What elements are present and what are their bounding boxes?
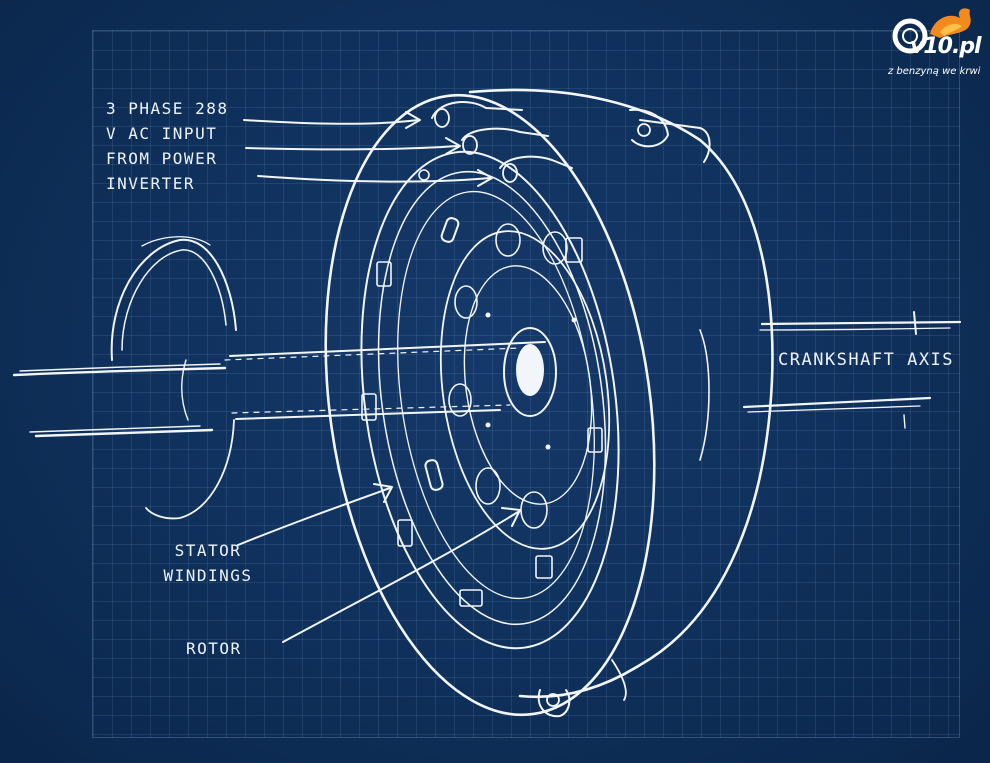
ac-input-label: 3 PHASE 288 V AC INPUT FROM POWER INVERT… xyxy=(106,99,229,193)
logo-wordmark: v10.pl xyxy=(910,34,982,59)
power-terminals xyxy=(418,101,573,183)
site-logo[interactable]: v10.pl z benzyną we krwi xyxy=(888,4,982,88)
leader-arrows xyxy=(237,111,521,643)
motor-housing xyxy=(324,88,774,718)
stator-ring xyxy=(360,150,620,650)
logo-tagline: z benzyną we krwi xyxy=(888,66,981,77)
stator-windings-label: STATOR WINDINGS xyxy=(163,541,253,585)
rotor-label: ROTOR xyxy=(186,639,242,658)
rotor xyxy=(439,223,611,550)
flywheel-ring xyxy=(110,236,237,520)
crankshaft-right xyxy=(742,311,962,429)
tire-flame-icon xyxy=(892,8,971,54)
crankshaft-axis-label: CRANKSHAFT AXIS xyxy=(778,350,955,370)
